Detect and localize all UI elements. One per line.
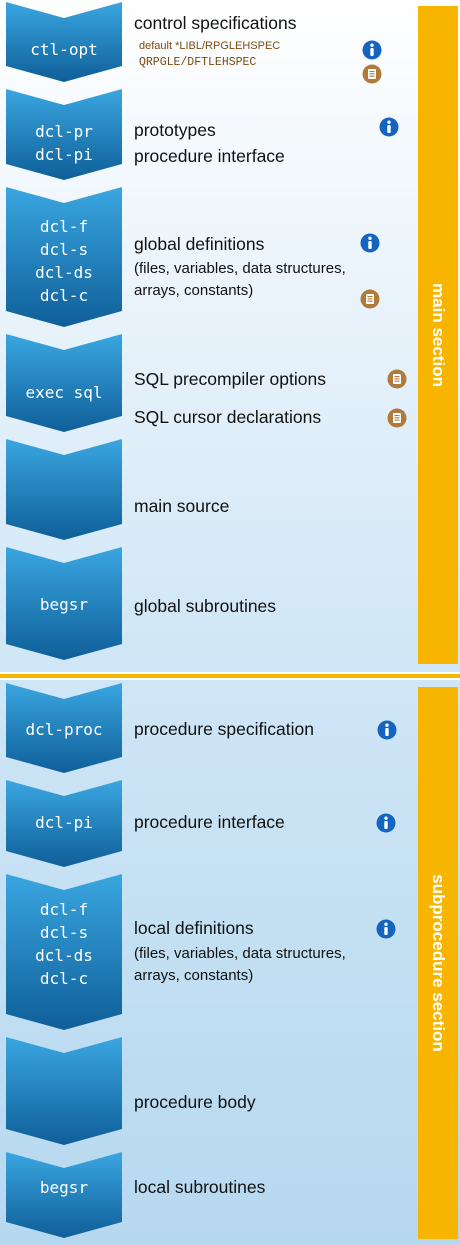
info-icon[interactable]	[379, 117, 399, 137]
label-procedure-interface-sub: procedure interface	[134, 812, 285, 832]
label-main-source: main source	[134, 496, 230, 516]
label-global-definitions-detail-2: arrays, constants)	[134, 282, 254, 299]
code-dcl-fsdsc-local: dcl-f dcl-s dcl-ds dcl-c	[4, 898, 124, 990]
label-sql-precompiler-options: SQL precompiler options	[134, 369, 326, 389]
code-line: dcl-ds	[35, 263, 93, 282]
label-global-definitions: global definitions	[134, 234, 265, 254]
chevron-block	[6, 187, 122, 327]
label-prototypes: prototypes	[134, 120, 216, 140]
code-line: dcl-ds	[35, 946, 93, 965]
ctl-note-dftlehspec: QRPGLE/DFTLEHSPEC	[139, 56, 257, 69]
main-section-label: main section	[429, 283, 448, 387]
document-icon[interactable]	[387, 408, 407, 428]
info-icon[interactable]	[376, 813, 396, 833]
label-local-definitions-detail-1: (files, variables, data structures,	[134, 945, 346, 962]
label-global-subroutines: global subroutines	[134, 596, 277, 616]
chevron-block	[6, 334, 122, 432]
section-divider	[0, 672, 460, 680]
chevron-block	[6, 439, 122, 540]
code-line: dcl-pi	[35, 145, 93, 164]
document-icon[interactable]	[360, 289, 380, 309]
chevron-column	[6, 2, 122, 1238]
code-dcl-proc: dcl-proc	[25, 720, 103, 739]
label-control-specifications: control specifications	[134, 13, 297, 33]
code-line: dcl-s	[39, 240, 89, 259]
code-line: dcl-pr	[35, 122, 93, 141]
code-dcl-pr-pi: dcl-pr dcl-pi	[4, 120, 124, 166]
document-icon[interactable]	[362, 64, 382, 84]
code-begsr: begsr	[39, 595, 89, 614]
subprocedure-section-band: subprocedure section	[418, 687, 458, 1239]
info-icon[interactable]	[362, 40, 382, 60]
code-dcl-fsdsc: dcl-f dcl-s dcl-ds dcl-c	[4, 215, 124, 307]
document-icon[interactable]	[387, 369, 407, 389]
ctl-note-default: default *LIBL/RPGLEHSPEC	[139, 40, 281, 52]
code-ctl-opt: ctl-opt	[30, 40, 98, 59]
code-exec-sql: exec sql	[25, 383, 103, 402]
info-icon[interactable]	[360, 233, 380, 253]
info-icon[interactable]	[377, 720, 397, 740]
label-local-definitions-detail-2: arrays, constants)	[134, 967, 254, 984]
chevron-block	[6, 89, 122, 180]
code-dcl-pi: dcl-pi	[35, 813, 93, 832]
chevron-block	[6, 683, 122, 773]
code-line: dcl-f	[39, 900, 89, 919]
label-local-subroutines: local subroutines	[134, 1177, 266, 1197]
chevron-block	[6, 1152, 122, 1238]
label-procedure-specification: procedure specification	[134, 719, 314, 739]
label-global-definitions-detail-1: (files, variables, data structures,	[134, 260, 346, 277]
chevron-block	[6, 547, 122, 660]
code-line: dcl-s	[39, 923, 89, 942]
code-line: dcl-c	[39, 286, 89, 305]
subprocedure-section-label: subprocedure section	[429, 874, 448, 1052]
code-begsr-local: begsr	[39, 1178, 89, 1197]
label-local-definitions: local definitions	[134, 918, 254, 938]
chevron-block	[6, 874, 122, 1030]
label-sql-cursor-declarations: SQL cursor declarations	[134, 407, 322, 427]
label-procedure-body: procedure body	[134, 1092, 256, 1112]
chevron-block	[6, 2, 122, 82]
chevron-block	[6, 1037, 122, 1145]
label-procedure-interface: procedure interface	[134, 146, 285, 166]
code-line: dcl-f	[39, 217, 89, 236]
code-line: dcl-c	[39, 969, 89, 988]
chevron-block	[6, 780, 122, 867]
main-section-band: main section	[418, 6, 458, 664]
info-icon[interactable]	[376, 919, 396, 939]
